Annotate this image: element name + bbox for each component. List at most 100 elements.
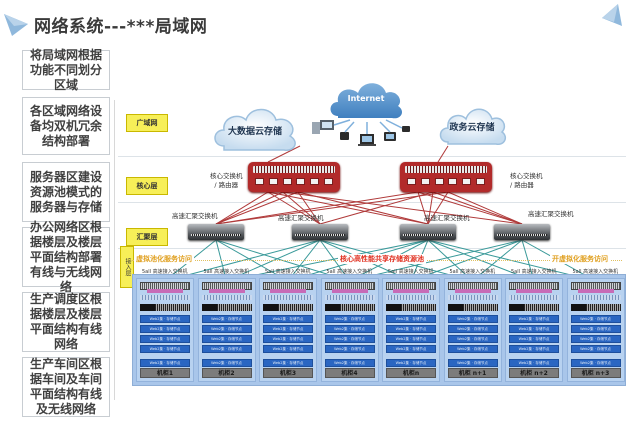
server-node: Web2集 · 存储节点	[324, 359, 375, 367]
server-node: Web2集 · 存储节点	[386, 315, 436, 323]
link-core-agg	[417, 191, 429, 225]
patch-panel	[447, 295, 498, 300]
layer-tag-access: 接入层	[120, 246, 134, 288]
core-switch-left-label: 核心交换机 / 路由器	[210, 172, 243, 190]
server-node: Web2集 · 存储节点	[447, 315, 498, 323]
link-core-agg	[427, 191, 434, 225]
link-core-agg	[267, 191, 321, 225]
sidebar-item-workshop-network: 生产车间区根据车间及车间平面结构有线及无线网络	[22, 357, 110, 417]
server-node: Web2集 · 存储节点	[324, 315, 375, 323]
patch-panel	[570, 295, 621, 300]
agg-switch-3	[400, 224, 456, 240]
server-node: Web2集 · 存储节点	[386, 325, 436, 333]
link-core-agg	[447, 191, 523, 225]
link-core-agg	[297, 191, 321, 225]
agg-switch-4	[494, 224, 550, 240]
triangle-arrow-icon	[4, 14, 28, 36]
access-switch-label: 5all 高速接入交换机	[203, 269, 250, 275]
rack-name: 机柜4	[324, 368, 375, 378]
server-node: Web2集 · 存储节点	[324, 335, 375, 343]
link-core-agg	[432, 191, 523, 225]
rack-name: 机柜 n+2	[509, 368, 559, 378]
rack-name: 机柜 n+3	[570, 368, 621, 378]
agg-switch-2	[292, 224, 348, 240]
server-rack: Web2集 · 存储节点 Web2集 · 存储节点 Web2集 · 存储节点 Web2…	[382, 278, 440, 382]
server-node: Web2集 · 存储节点	[201, 335, 252, 343]
link-core-agg	[282, 191, 523, 225]
server-rack: Web2集 · 存储节点 Web2集 · 存储节点 Web2集 · 存储节点 Web2…	[136, 278, 194, 382]
server-node: Web2集 · 存储节点	[570, 325, 621, 333]
server-node: Web2集 · 存储节点	[509, 345, 559, 353]
rack-tag	[208, 289, 245, 293]
server-node: Web2集 · 存储节点	[140, 345, 190, 353]
server-rack: Web2集 · 存储节点 Web2集 · 存储节点 Web2集 · 存储节点 Web2…	[320, 278, 379, 382]
server-node: Web2集 · 存储节点	[447, 325, 498, 333]
sidebar-item-label: 服务器区建设资源池模式的服务器与存储	[29, 169, 102, 214]
agg-switch-label: 高速汇聚交换机	[528, 210, 574, 218]
sidebar-item-label: 将局域网根据功能不同划分区域	[29, 47, 102, 92]
link-core-agg	[215, 191, 269, 225]
rack-tag	[393, 289, 429, 293]
patch-panel	[140, 295, 190, 300]
server-node: Web2集 · 存储节点	[386, 345, 436, 353]
label-line: / 路由器	[510, 181, 534, 189]
server-node: Web2集 · 存储节点	[263, 359, 313, 367]
server-node: Web2集 · 存储节点	[140, 315, 190, 323]
rack-switch	[263, 304, 313, 311]
link-gov-core	[437, 145, 449, 163]
rack-name: 机柜n	[386, 368, 436, 378]
network-diagram: 广域网 核心层 汇聚层 接入层 大数据云存储 Internet 政务云存储	[118, 60, 630, 425]
server-node: Web2集 · 存储节点	[324, 345, 375, 353]
layer-divider	[118, 156, 626, 157]
rack-tag	[147, 289, 183, 293]
layer-divider	[118, 248, 626, 249]
pool-label-left: 虚拟池化服务访问	[134, 254, 194, 264]
sidebar-item-label: 生产调度区根据楼层及楼层平面结构有线网络	[29, 292, 102, 351]
server-node: Web2集 · 存储节点	[386, 359, 436, 367]
sidebar-item-dispatch-network: 生产调度区根据楼层及楼层平面结构有线网络	[22, 292, 110, 352]
access-switch-label: 5all 高速接入交换机	[572, 269, 619, 275]
server-node: Web2集 · 存储节点	[447, 345, 498, 353]
divider	[114, 100, 115, 400]
server-node: Web2集 · 存储节点	[140, 335, 190, 343]
sidebar-item-server-pool: 服务器区建设资源池模式的服务器与存储	[22, 162, 110, 222]
agg-switch-label: 高速汇聚交换机	[278, 214, 324, 222]
rack-tag	[331, 289, 368, 293]
layer-tag-core: 核心层	[126, 177, 168, 195]
rack-switch	[447, 304, 498, 311]
cloud-icon	[214, 108, 296, 151]
server-node: Web2集 · 存储节点	[263, 325, 313, 333]
switch-ports	[405, 166, 487, 173]
switch-ports	[253, 166, 335, 173]
sidebar-item-label: 生产车间区根据车间及车间平面结构有线及无线网络	[29, 357, 102, 416]
bigdata-cloud-label: 大数据云存储	[227, 127, 282, 137]
server-node: Web2集 · 存储节点	[509, 359, 559, 367]
rack-tag	[270, 289, 306, 293]
pool-label-right: 开虚拟化服务访问	[550, 254, 610, 264]
bigdata-cloud: 大数据云存储	[210, 100, 300, 156]
internet-cloud: Internet	[326, 76, 406, 124]
server-node: Web2集 · 存储节点	[386, 335, 436, 343]
server-node: Web2集 · 存储节点	[140, 325, 190, 333]
rack-name: 机柜2	[201, 368, 252, 378]
rack-switch	[509, 304, 559, 311]
patch-panel	[201, 295, 252, 300]
internet-cloud-label: Internet	[347, 94, 385, 103]
patch-panel	[324, 295, 375, 300]
label-line: 核心交换机	[210, 172, 243, 180]
core-switch-right	[400, 162, 492, 192]
sidebar-item-zoning: 将局域网根据功能不同划分区域	[22, 47, 110, 92]
rack-switch	[324, 304, 375, 311]
rack-tag	[577, 289, 614, 293]
server-node: Web2集 · 存储节点	[263, 345, 313, 353]
paper-plane-icon	[602, 4, 622, 26]
link-core-agg	[417, 191, 523, 225]
access-switch-label: 5all 高速接入交换机	[142, 269, 188, 275]
page-title: 网络系统---***局域网	[34, 17, 208, 37]
server-node: Web2集 · 存储节点	[447, 335, 498, 343]
server-node: Web2集 · 存储节点	[201, 325, 252, 333]
sidebar-item-label: 各区域网络设备均双机冗余结构部署	[29, 103, 102, 148]
